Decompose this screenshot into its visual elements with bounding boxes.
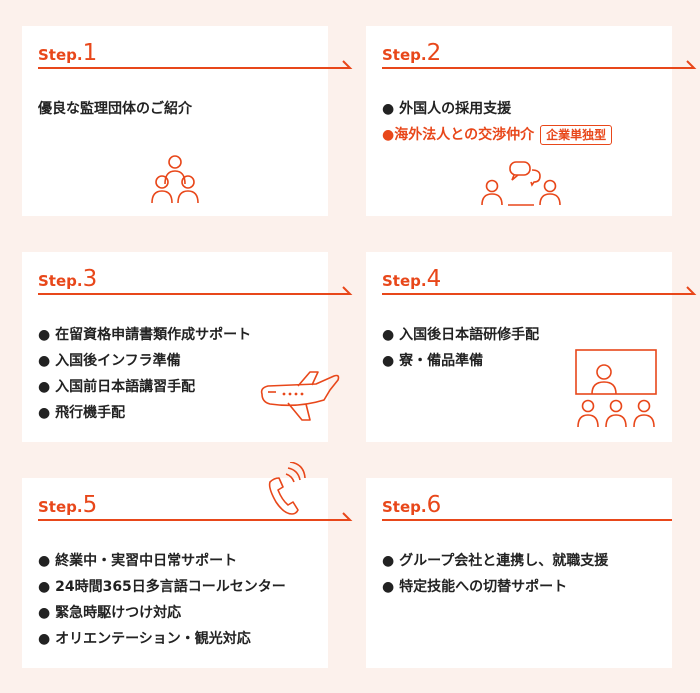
step-items: ● 外国人の採用支援 ●海外法人との交渉仲介企業単独型 bbox=[382, 96, 613, 148]
step-item: ● 外国人の採用支援 bbox=[382, 101, 512, 117]
classroom-icon bbox=[575, 349, 657, 428]
step-heading: Step.6 bbox=[382, 492, 442, 518]
phone-icon bbox=[268, 462, 306, 515]
step-card-1: Step.1 優良な監理団体のご紹介 bbox=[22, 26, 353, 216]
step-item: ● 緊急時駆けつけ対応 bbox=[38, 605, 182, 621]
step-heading: Step.1 bbox=[38, 40, 98, 66]
step-divider-arrow bbox=[382, 286, 697, 295]
step-heading: Step.4 bbox=[382, 266, 442, 292]
step-item: ● 24時間365日多言語コールセンター bbox=[38, 579, 286, 595]
step-divider-arrow bbox=[38, 512, 353, 521]
step-item: ● グループ会社と連携し、就職支援 bbox=[382, 553, 609, 569]
step-item: ● 飛行機手配 bbox=[38, 405, 126, 421]
step-item: ● 入国後インフラ準備 bbox=[38, 353, 181, 369]
step-card-5: Step.5 ● 終業中・実習中日常サポート ● 24時間365日多言語コールセ… bbox=[22, 478, 353, 668]
step-item: 優良な監理団体のご紹介 bbox=[38, 101, 192, 117]
step-divider bbox=[382, 519, 672, 521]
step-card-3: Step.3 ● 在留資格申請書類作成サポート ● 入国後インフラ準備 ● 入国… bbox=[22, 252, 353, 442]
step-card-4: Step.4 ● 入国後日本語研修手配 ● 寮・備品準備 bbox=[366, 252, 697, 442]
step-heading: Step.3 bbox=[38, 266, 98, 292]
step-item: ● 入国前日本語講習手配 bbox=[38, 379, 196, 395]
step-divider-arrow bbox=[38, 60, 353, 69]
step-items: 優良な監理団体のご紹介 bbox=[38, 96, 192, 122]
step-item: ● 寮・備品準備 bbox=[382, 353, 484, 369]
airplane-icon bbox=[260, 371, 340, 421]
step-item: ● 在留資格申請書類作成サポート bbox=[38, 327, 252, 343]
step-items: ● グループ会社と連携し、就職支援 ● 特定技能への切替サポート bbox=[382, 548, 608, 600]
step-card-6: Step.6 ● グループ会社と連携し、就職支援 ● 特定技能への切替サポート bbox=[366, 478, 672, 668]
step-item: ● 終業中・実習中日常サポート bbox=[38, 553, 238, 569]
step-item: ● 特定技能への切替サポート bbox=[382, 579, 568, 595]
step-items: ● 終業中・実習中日常サポート ● 24時間365日多言語コールセンター ● 緊… bbox=[38, 548, 286, 652]
negotiation-icon bbox=[481, 161, 561, 206]
step-items: ● 入国後日本語研修手配 ● 寮・備品準備 bbox=[382, 322, 539, 374]
step-items: ● 在留資格申請書類作成サポート ● 入国後インフラ準備 ● 入国前日本語講習手… bbox=[38, 322, 251, 426]
step-divider-arrow bbox=[382, 60, 697, 69]
step-heading: Step.2 bbox=[382, 40, 442, 66]
step-item: ● 入国後日本語研修手配 bbox=[382, 327, 540, 343]
step-divider-arrow bbox=[38, 286, 353, 295]
people-group-icon bbox=[151, 155, 199, 204]
step-item: ● オリエンテーション・観光対応 bbox=[38, 631, 251, 647]
step-item-highlight: ●海外法人との交渉仲介企業単独型 bbox=[382, 122, 613, 148]
company-type-badge: 企業単独型 bbox=[540, 125, 613, 145]
step-card-2: Step.2 ● 外国人の採用支援 ●海外法人との交渉仲介企業単独型 bbox=[366, 26, 697, 216]
step-heading: Step.5 bbox=[38, 492, 98, 518]
